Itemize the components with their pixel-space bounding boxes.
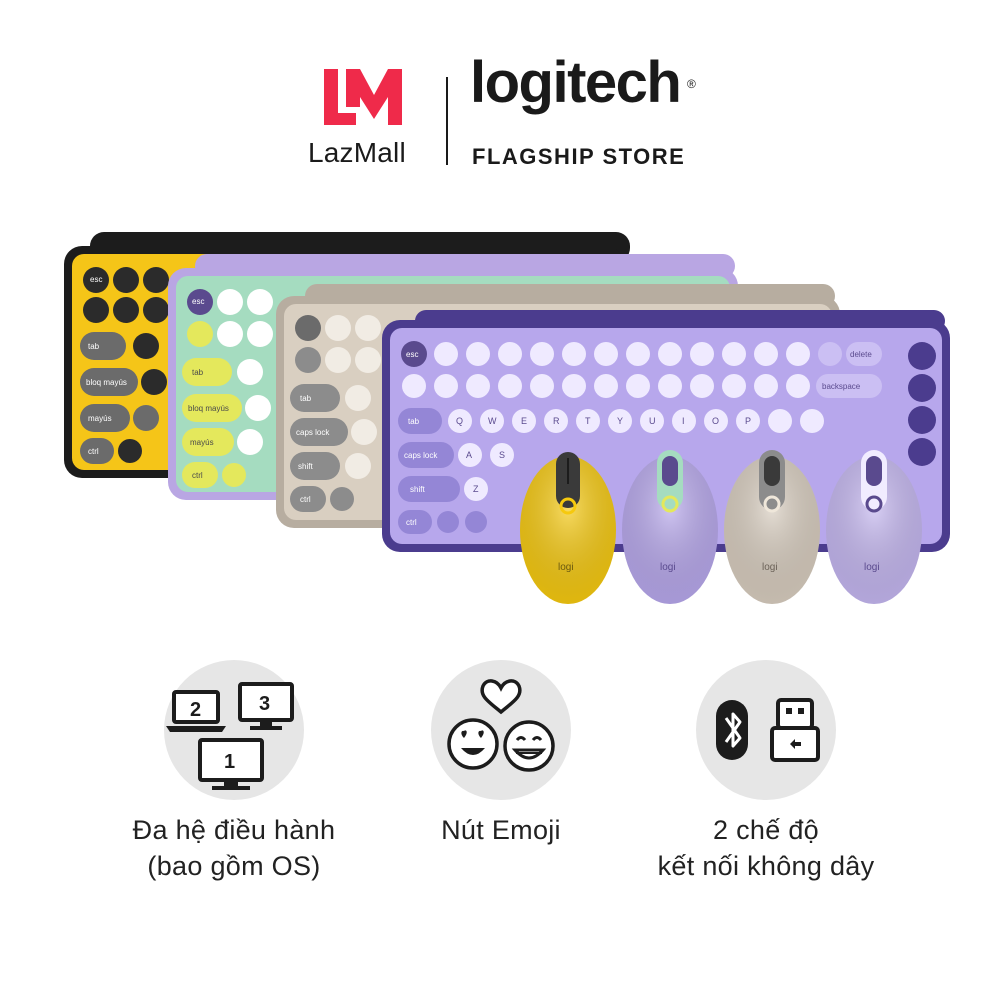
feature-label: Đa hệ điều hành (bao gồm OS) (84, 812, 384, 884)
monitor-number-1: 1 (224, 751, 235, 773)
feature-line-1: Đa hệ điều hành (132, 815, 336, 845)
feature-wireless: 2 chế độ kết nối không dây (616, 660, 916, 884)
svg-text:U: U (649, 416, 656, 426)
lazmall-label: LazMall (308, 137, 406, 168)
mouse-lavender: logi (826, 450, 922, 604)
mouse-lavender-mint: logi (622, 450, 718, 604)
header-divider (446, 77, 448, 165)
svg-text:bloq mayús: bloq mayús (188, 404, 229, 413)
monitor-number-2: 2 (190, 699, 201, 721)
feature-emoji: Nút Emoji (351, 660, 651, 848)
feature-icon-circle (696, 660, 836, 800)
feature-line-1: Nút Emoji (441, 815, 561, 845)
svg-text:esc: esc (90, 275, 102, 284)
monitor-number-3: 3 (259, 693, 270, 715)
svg-text:ctrl: ctrl (88, 447, 99, 456)
flagship-store-label: FLAGSHIP STORE (472, 144, 686, 169)
svg-text:ctrl: ctrl (406, 518, 417, 527)
svg-text:Q: Q (456, 416, 463, 426)
feature-line-1: 2 chế độ (713, 815, 819, 845)
svg-text:tab: tab (300, 394, 312, 403)
feature-icon-circle: 2 3 1 (164, 660, 304, 800)
svg-text:shift: shift (298, 462, 313, 471)
svg-text:esc: esc (406, 350, 418, 359)
emoji-icon (447, 679, 555, 772)
feature-icon-circle (431, 660, 571, 800)
svg-text:tab: tab (408, 417, 420, 426)
lazmall-logo-icon (324, 69, 402, 125)
svg-text:mayús: mayús (190, 438, 214, 447)
svg-text:P: P (745, 416, 751, 426)
feature-label: Nút Emoji (351, 812, 651, 848)
wireless-bluetooth-usb-icon (716, 698, 820, 762)
svg-text:R: R (553, 416, 560, 426)
svg-text:tab: tab (88, 342, 100, 351)
svg-text:ctrl: ctrl (300, 495, 311, 504)
logitech-logo-text: logitech (470, 50, 682, 115)
svg-text:shift: shift (410, 485, 425, 494)
mouse-beige: logi (724, 450, 820, 604)
svg-text:logi: logi (660, 562, 676, 573)
svg-text:ctrl: ctrl (192, 471, 203, 480)
usb-receiver-icon (770, 698, 820, 762)
svg-text:caps lock: caps lock (296, 428, 330, 437)
multi-os-monitors-icon: 2 3 1 (166, 682, 294, 790)
svg-text:esc: esc (192, 297, 204, 306)
svg-text:logi: logi (864, 562, 880, 573)
svg-text:logi: logi (762, 562, 778, 573)
mouse-yellow: logi (520, 452, 616, 604)
svg-text:Y: Y (617, 416, 623, 426)
feature-label: 2 chế độ kết nối không dây (616, 812, 916, 884)
svg-text:mayús: mayús (88, 414, 112, 423)
svg-text:A: A (466, 450, 472, 460)
product-photo: esc tab bloq mayús mayús ctrl esc tab bl… (64, 232, 950, 604)
svg-text:bloq mayús: bloq mayús (86, 378, 127, 387)
svg-text:caps lock: caps lock (404, 451, 438, 460)
svg-text:O: O (712, 416, 719, 426)
svg-text:tab: tab (192, 368, 204, 377)
svg-text:backspace: backspace (822, 382, 861, 391)
svg-text:T: T (585, 416, 591, 426)
registered-mark: ® (687, 77, 696, 91)
svg-text:E: E (521, 416, 527, 426)
feature-line-2: (bao gồm OS) (147, 851, 321, 881)
feature-line-2: kết nối không dây (657, 851, 875, 881)
brand-header: LazMall logitech ® FLAGSHIP STORE (0, 50, 1001, 185)
feature-multi-os: 2 3 1 Đa hệ điều hành (bao gồm OS) (84, 660, 384, 884)
svg-text:I: I (682, 416, 685, 426)
svg-text:delete: delete (850, 350, 872, 359)
svg-text:logi: logi (558, 562, 574, 573)
svg-text:Z: Z (473, 484, 479, 494)
svg-text:W: W (488, 416, 497, 426)
svg-text:S: S (499, 450, 505, 460)
